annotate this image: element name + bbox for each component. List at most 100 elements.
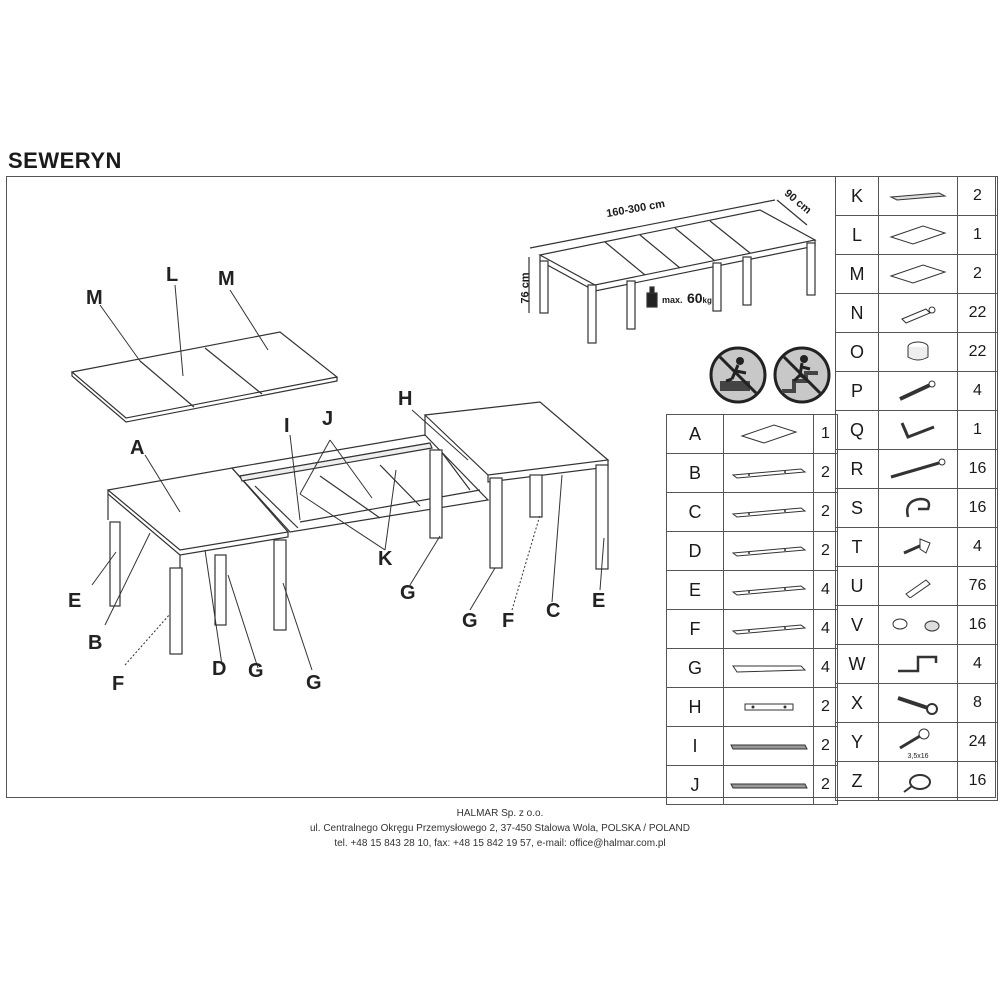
part-quantity: 4 [813,609,838,649]
part-letter: J [666,765,724,805]
no-standing-warning-icon [709,346,767,404]
part-letter: A [666,414,724,454]
footer-company: HALMAR Sp. z o.o. [456,808,544,819]
rail-icon [723,453,814,493]
part-letter: S [835,488,879,528]
callout-m-left: M [86,287,103,309]
callout-j: J [322,408,334,430]
part-letter: H [666,687,724,727]
part-quantity: 22 [957,293,998,333]
callout-g-2: G [306,672,322,694]
screw-icon [878,371,958,411]
part-letter: U [835,566,879,606]
part-letter: B [666,453,724,493]
dimension-drawing [528,199,817,344]
plug-icon [878,605,958,645]
part-quantity: 24 [957,722,998,762]
clip-icon [878,488,958,528]
part-letter: Q [835,410,879,450]
part-quantity: 2 [813,687,838,727]
wood-screw-icon: 3,5x16 [878,722,958,762]
part-note: 3,5x16 [907,753,929,760]
dowel-icon [878,293,958,333]
wood-dowel-icon [878,566,958,606]
part-letter: X [835,683,879,723]
callout-b: B [88,632,103,654]
callout-g-1: G [248,660,264,682]
part-quantity: 2 [813,531,838,571]
cam-lock-icon [878,332,958,372]
left-legs-drawing [109,521,287,655]
rail-icon [723,609,814,649]
part-quantity: 8 [957,683,998,723]
part-letter: E [666,570,724,610]
footer: HALMAR Sp. z o.o. ul. Centralnego Okręgu… [0,806,1000,851]
max-load-unit: kg [702,296,712,305]
part-row: Y 3,5x16 24 [835,722,998,762]
part-letter: Z [835,761,879,801]
part-row: Z 16 [835,761,998,801]
part-quantity: 2 [813,765,838,805]
part-letter: W [835,644,879,684]
wing-screw-icon [878,527,958,567]
part-letter: D [666,531,724,571]
part-letter: C [666,492,724,532]
part-letter: M [835,254,879,294]
callout-e-right: E [592,590,606,612]
callout-a: A [130,437,145,459]
part-letter: Y [835,722,879,762]
rail-icon [723,570,814,610]
leg-icon [723,648,814,688]
callout-d: D [212,658,227,680]
part-quantity: 1 [957,215,998,255]
part-quantity: 16 [957,605,998,645]
callout-h: H [398,388,413,410]
height-dimension: 76 cm [519,272,532,304]
allen-key-icon [878,410,958,450]
part-quantity: 4 [957,644,998,684]
part-letter: F [666,609,724,649]
panel-icon [878,254,958,294]
max-load-value: 60 [686,290,703,306]
board-icon [878,176,958,216]
rail-icon [723,492,814,532]
page-title: SEWERYN [8,148,122,173]
callout-f-left: F [112,673,125,695]
no-climbing-warning-icon [773,346,831,404]
part-quantity: 4 [957,371,998,411]
angle-bracket-icon [878,644,958,684]
part-letter: P [835,371,879,411]
part-quantity: 1 [957,410,998,450]
part-quantity: 16 [957,761,998,801]
panel-icon [723,414,814,454]
part-letter: K [835,176,879,216]
callout-c: C [546,600,561,622]
callout-g-4: G [462,610,478,632]
part-letter: T [835,527,879,567]
assembly-drawing [70,284,610,671]
part-quantity: 4 [813,648,838,688]
part-letter: L [835,215,879,255]
bracket-icon [723,687,814,727]
